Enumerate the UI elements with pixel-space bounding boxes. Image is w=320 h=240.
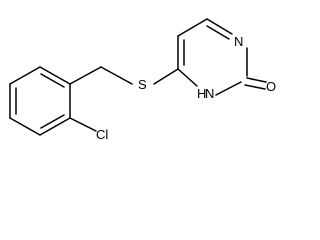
bond: [9, 117, 41, 136]
nitrogen-label: N: [234, 34, 243, 49]
oxygen-label: O: [266, 79, 276, 94]
sulfur-label: S: [138, 77, 147, 92]
bond: [153, 68, 179, 85]
carbonyl-bond: [246, 77, 267, 83]
double-bond-inner: [206, 25, 230, 40]
bond: [177, 68, 198, 87]
bond: [215, 81, 242, 96]
benzene-ring: [9, 66, 71, 136]
benzyl-linker: [69, 66, 179, 85]
hydrogen-label: H: [197, 86, 206, 101]
pyrimidinone-ring: [177, 18, 267, 96]
bond: [100, 66, 133, 85]
structure-canvas: S N H N O Cl: [9, 18, 276, 142]
bond: [39, 66, 71, 85]
bond: [69, 66, 102, 85]
double-bond-inner: [40, 73, 65, 88]
bond: [177, 18, 208, 37]
nitrogen-label: N: [205, 86, 214, 101]
chlorine-label: Cl: [96, 127, 108, 142]
molecule-structure: S N H N O Cl: [9, 18, 276, 142]
carbonyl-bond: [244, 84, 266, 90]
double-bond-inner: [40, 114, 65, 129]
bond: [69, 117, 97, 132]
bond: [9, 66, 41, 85]
bond: [206, 18, 233, 35]
bond: [39, 117, 71, 136]
